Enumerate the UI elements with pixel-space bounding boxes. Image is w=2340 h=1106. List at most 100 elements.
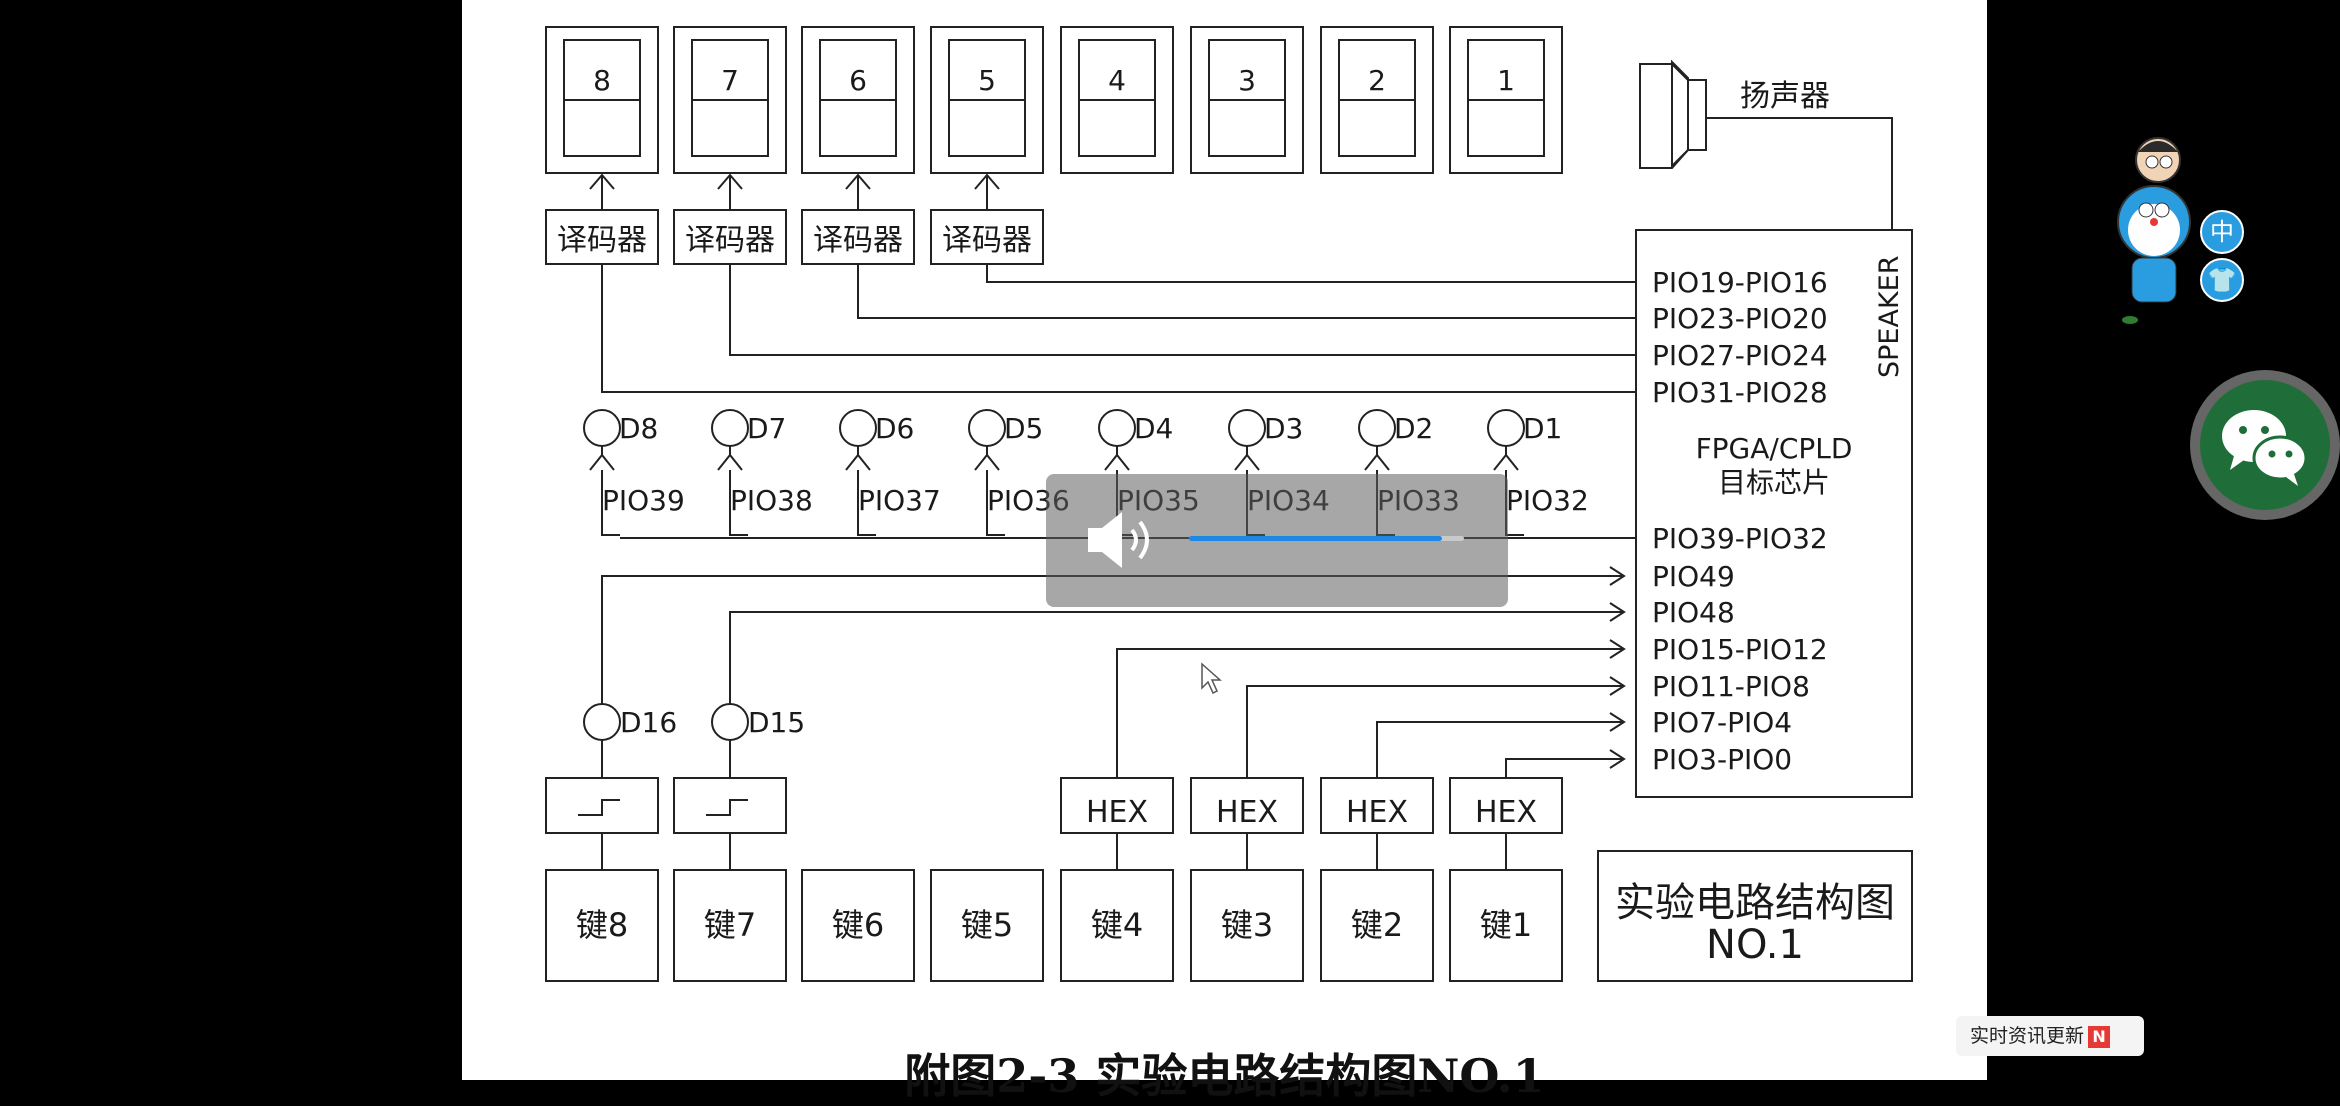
- hex-label: HEX: [1086, 795, 1148, 830]
- decoder-arrow: [845, 173, 871, 190]
- title-box: [1597, 850, 1913, 982]
- switch-box: [673, 777, 787, 834]
- digit-display-inner: [563, 39, 641, 157]
- digit-display-inner: [1078, 39, 1156, 157]
- hex-box: [1190, 777, 1304, 834]
- decoder-box: [673, 209, 787, 265]
- shirt-icon[interactable]: 👕: [2200, 258, 2244, 302]
- decoder-to-chip-wire: [986, 264, 1636, 283]
- news-badge-text: 实时资讯更新: [1970, 1025, 2085, 1047]
- chip-pin-label: PIO39-PIO32: [1652, 522, 1828, 555]
- hex-label: HEX: [1475, 795, 1537, 830]
- doraemon-mascot-icon: [2117, 137, 2191, 324]
- led-label: D2: [1394, 412, 1433, 445]
- key-box: [930, 869, 1044, 982]
- chip-pin-label: PIO19-PIO16: [1652, 266, 1828, 299]
- shapes: [545, 26, 1913, 982]
- digit-display-inner: [948, 39, 1026, 157]
- digit-display-number: 5: [978, 64, 996, 97]
- hex-box: [1449, 777, 1563, 834]
- hex-to-chip-wire: [1246, 685, 1622, 778]
- input-arrow: [1609, 566, 1626, 586]
- news-badge-letter: N: [2088, 1025, 2111, 1048]
- chip-title-line1: FPGA/CPLD: [1696, 432, 1853, 465]
- key-label: 键8: [576, 906, 628, 944]
- decoder-label: 译码器: [685, 223, 775, 258]
- led-to-bus-wire: [986, 470, 1005, 536]
- wechat-icon-bg: [2200, 380, 2330, 510]
- volume-slider-fill: [1189, 536, 1442, 541]
- led-to-bus-wire: [857, 470, 876, 536]
- chip-pin-label: PIO48: [1652, 596, 1735, 629]
- hex-to-chip-wire: [1505, 758, 1622, 778]
- led-to-bus-wire: [729, 470, 748, 536]
- led-circle: [1098, 409, 1136, 447]
- led-circle: [968, 409, 1006, 447]
- switch-box: [545, 777, 659, 834]
- figure-caption: 附图2-3 实验电路结构图NO.1: [904, 1049, 1545, 1103]
- decoder-to-chip-wire: [729, 264, 1636, 356]
- chip-pin-label: PIO27-PIO24: [1652, 339, 1828, 372]
- chip-pin-label: PIO31-PIO28: [1652, 376, 1828, 409]
- key-box: [1320, 869, 1434, 982]
- digit-display-outer: [930, 26, 1044, 174]
- digit-display-outer: [673, 26, 787, 174]
- led-circle: [839, 409, 877, 447]
- led-circle: [711, 409, 749, 447]
- digit-display-inner: [691, 39, 769, 157]
- key-label: 键1: [1480, 906, 1532, 944]
- volume-overlay: [1046, 474, 1508, 607]
- digit-display-inner: [819, 39, 897, 157]
- led-arrow: [1493, 453, 1519, 471]
- digit-display-outer: [545, 26, 659, 174]
- led-label: D16: [620, 706, 677, 739]
- chip-pin-label: PIO49: [1652, 560, 1735, 593]
- key-box: [673, 869, 787, 982]
- led-label: D8: [619, 412, 658, 445]
- digit-display-number: 6: [849, 64, 867, 97]
- key-label: 键5: [961, 906, 1013, 944]
- decoder-arrow: [717, 173, 743, 190]
- hex-label: HEX: [1216, 795, 1278, 830]
- chip-pin-label: PIO23-PIO20: [1652, 302, 1828, 335]
- volume-slider[interactable]: [1189, 536, 1464, 541]
- digit-display-number: 7: [721, 64, 739, 97]
- digit-display-number: 2: [1368, 64, 1386, 97]
- chip-pin-label: PIO11-PIO8: [1652, 670, 1810, 703]
- decoder-label: 译码器: [813, 223, 903, 258]
- title-box-line1: 实验电路结构图: [1615, 880, 1895, 926]
- led-label: D7: [747, 412, 786, 445]
- led-arrow: [589, 453, 615, 471]
- wechat-icon: [2222, 410, 2308, 486]
- led-circle: [1358, 409, 1396, 447]
- hex-box: [1320, 777, 1434, 834]
- language-badge[interactable]: 中: [2200, 210, 2244, 254]
- decoder-to-chip-wire: [857, 264, 1636, 319]
- chip-pin-label: PIO15-PIO12: [1652, 633, 1828, 666]
- decoder-box: [930, 209, 1044, 265]
- led-arrow: [1104, 453, 1130, 471]
- digit-display-outer: [801, 26, 915, 174]
- digit-display-number: 8: [593, 64, 611, 97]
- led-pin-label: PIO37: [858, 484, 941, 517]
- led-label: D3: [1264, 412, 1303, 445]
- key-label: 键2: [1351, 906, 1403, 944]
- led-label: D1: [1523, 412, 1562, 445]
- hex-label: HEX: [1346, 795, 1408, 830]
- digit-display-outer: [1190, 26, 1304, 174]
- wechat-share-button[interactable]: [2190, 370, 2340, 520]
- digit-display-number: 1: [1497, 64, 1515, 97]
- led-arrow: [974, 453, 1000, 471]
- input-arrow: [1609, 602, 1626, 622]
- chip-speaker-port: SPEAKER: [1874, 256, 1905, 378]
- led-circle: [1228, 409, 1266, 447]
- hex-box: [1060, 777, 1174, 834]
- decoder-label: 译码器: [942, 223, 1032, 258]
- digit-display-inner: [1467, 39, 1545, 157]
- digit-display-outer: [1449, 26, 1563, 174]
- digit-display-inner: [1208, 39, 1286, 157]
- led-to-bus-wire: [601, 470, 620, 536]
- led-label: D4: [1134, 412, 1173, 445]
